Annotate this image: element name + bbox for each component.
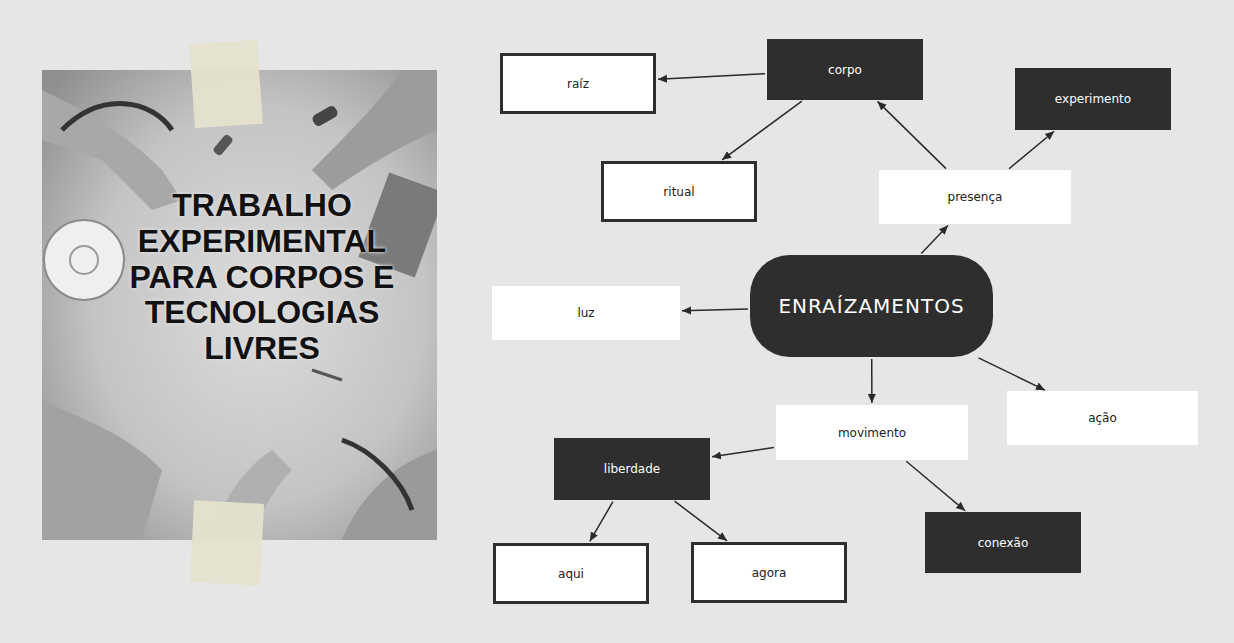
node-label: luz (577, 306, 594, 320)
arrow-connector (682, 309, 748, 311)
outlined-box: aqui (493, 543, 649, 604)
arrow-connector (1009, 131, 1054, 168)
arrow-connector (871, 359, 873, 403)
white-box: presença (879, 170, 1071, 224)
node-label: agora (752, 566, 787, 580)
outlined-box: ritual (601, 161, 757, 222)
node-label: experimento (1055, 92, 1131, 106)
dark-box: experimento (1015, 68, 1171, 130)
node-label: ritual (663, 185, 694, 199)
node-label: presença (948, 190, 1003, 204)
node-label: ação (1088, 411, 1117, 425)
node-label: ENRAÍZAMENTOS (778, 294, 964, 318)
arrow-connector (712, 447, 774, 456)
node-label: corpo (828, 63, 862, 77)
arrow-connector (906, 461, 965, 510)
white-box: ação (1007, 391, 1198, 445)
white-box: movimento (776, 405, 968, 460)
arrow-connector (978, 358, 1045, 390)
white-box: luz (492, 286, 680, 340)
arrow-connector (590, 502, 613, 542)
node-label: raíz (567, 77, 589, 91)
dark-box: conexão (925, 512, 1081, 573)
dark-box: liberdade (554, 438, 710, 500)
node-label: conexão (978, 536, 1029, 550)
outlined-box: raíz (500, 53, 656, 114)
arrow-connector (722, 101, 802, 160)
outlined-box: agora (691, 542, 847, 603)
arrow-connector (658, 74, 765, 80)
node-label: aqui (558, 567, 584, 581)
poster-title: TRABALHO EXPERIMENTAL PARA CORPOS E TECN… (122, 188, 402, 367)
dark-box: corpo (767, 39, 923, 100)
central-node: ENRAÍZAMENTOS (750, 255, 993, 357)
arrow-connector (675, 501, 727, 541)
node-label: movimento (838, 426, 906, 440)
arrow-connector (921, 225, 948, 253)
arrow-connector (878, 101, 947, 168)
node-label: liberdade (604, 462, 660, 476)
